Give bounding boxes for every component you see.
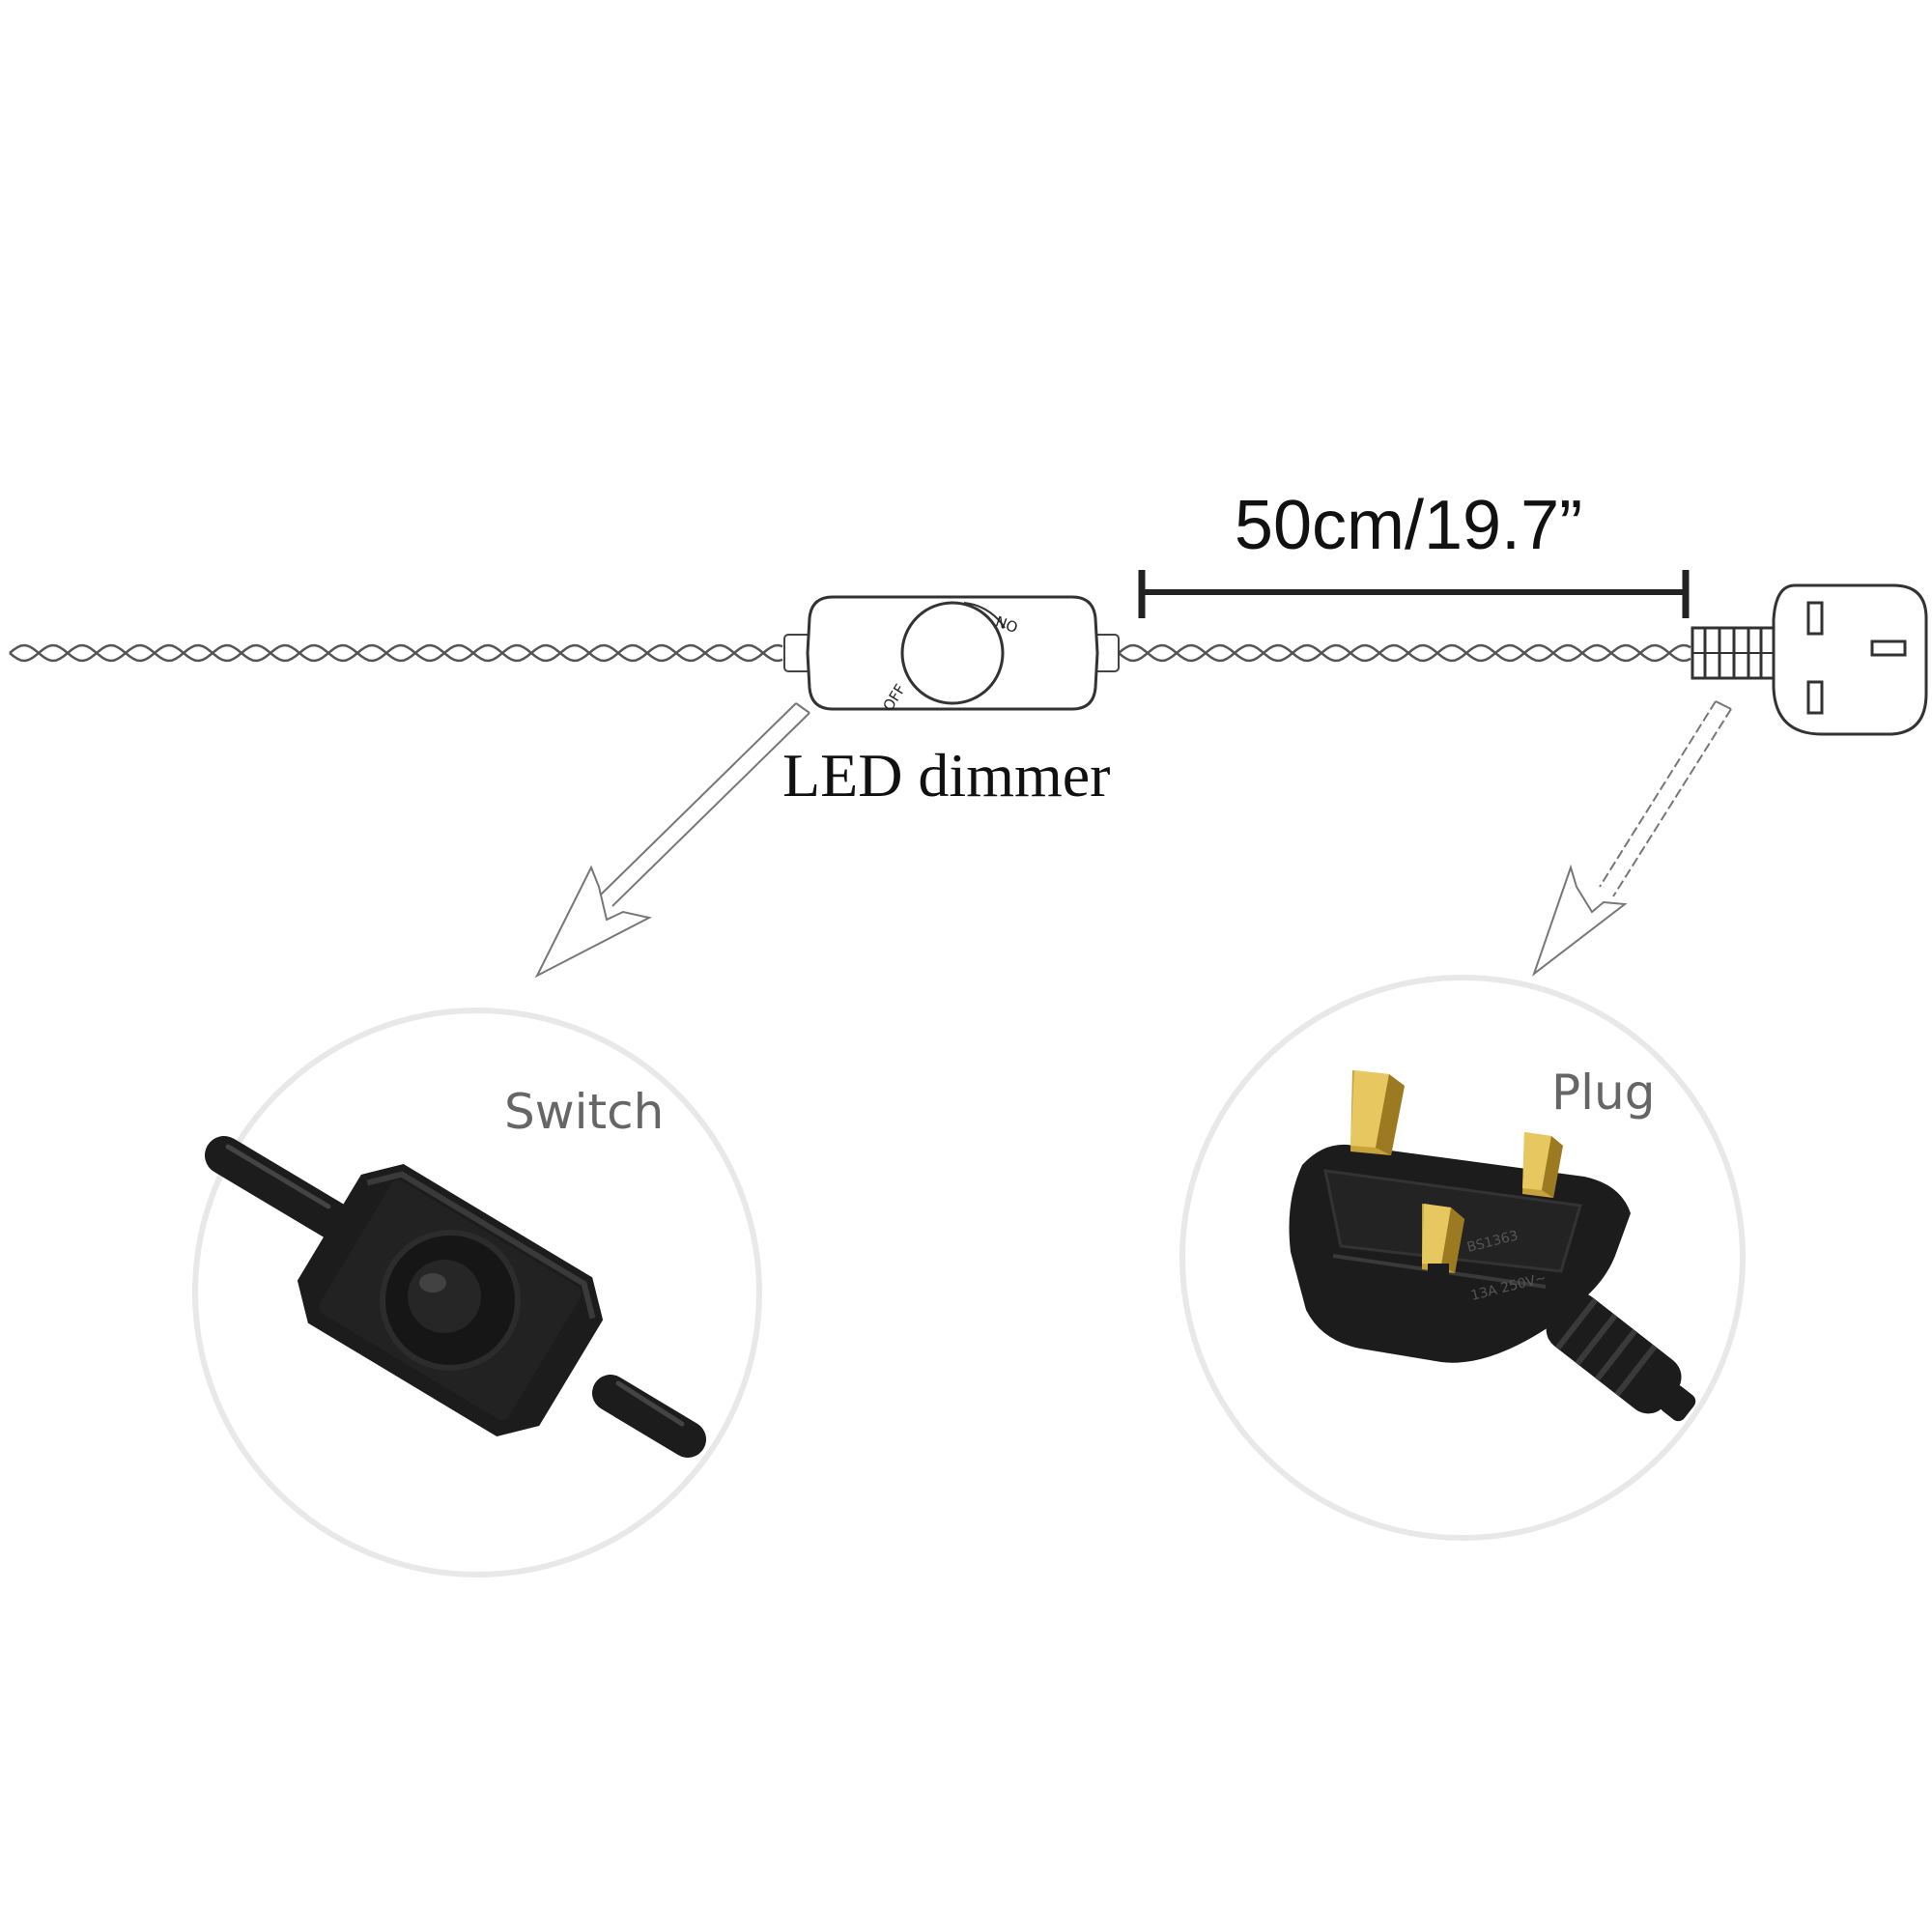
plug-neutral-pin — [1422, 1204, 1464, 1325]
switch-label: Switch — [504, 1084, 664, 1140]
measurement-bar — [1138, 570, 1690, 618]
plug-earth-pin — [1350, 1070, 1405, 1155]
detail-circle-switch: Switch — [192, 1008, 762, 1577]
switch-cable-left — [205, 1136, 354, 1240]
cable-strand — [1118, 643, 1691, 663]
plug-live-pin — [1522, 1132, 1563, 1198]
plug-line-drawing — [1690, 583, 1928, 736]
cable-left — [9, 643, 783, 663]
cable-strand — [9, 643, 783, 663]
dimmer-knob — [900, 601, 1005, 705]
switch-knob — [408, 1260, 481, 1333]
measurement-label: 50cm/19.7” — [1235, 487, 1582, 564]
dimmer-knob-arc — [963, 602, 1006, 629]
led-dimmer-label: LED dimmer — [782, 741, 1110, 810]
plug-body-outline — [1772, 583, 1928, 736]
arrow-head-switch — [534, 865, 652, 979]
led-dimmer-unit: ON OFF — [783, 595, 1120, 714]
cable-strand — [1118, 643, 1691, 663]
plug-label: Plug — [1551, 1065, 1655, 1121]
plug-neutral-slot — [1806, 680, 1824, 715]
cable-strand — [9, 643, 783, 663]
plug-live-slot — [1870, 639, 1907, 657]
arrow-head-plug — [1531, 864, 1628, 977]
arrow-to-switch — [534, 702, 810, 979]
arrow-to-plug — [1531, 700, 1732, 977]
cable-right — [1118, 643, 1691, 663]
plug-earth-slot — [1806, 601, 1824, 636]
detail-circle-plug: Plug BS1363 13A 250V~ — [1179, 975, 1746, 1541]
switch-cable-right — [592, 1375, 706, 1458]
